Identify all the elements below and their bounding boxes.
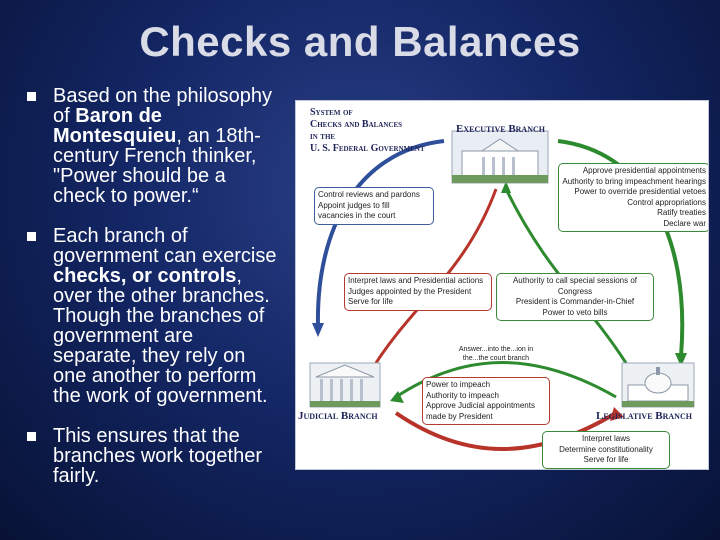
bullet-text: , over the other branches. Though the br… (53, 265, 270, 407)
box-line: Judges appointed by the President (348, 286, 472, 296)
checks-and-balances-diagram: System of Checks and Balances in the U. … (295, 100, 709, 470)
executive-branch-label: Executive Branch (456, 123, 545, 135)
judicial-branch-label: Judicial Branch (298, 410, 378, 422)
box-line: Ratify treaties (657, 208, 706, 217)
box-line: Authority to impeach (426, 390, 499, 400)
box-line: Authority to call special sessions of Co… (512, 276, 638, 296)
box-line: vacancies in the court (318, 211, 396, 220)
slide-title: Checks and Balances (139, 18, 581, 65)
box-line: Declare war (663, 218, 706, 228)
bullet-emphasis: Baron de Montesquieu (53, 105, 177, 147)
box-line: Serve for life (583, 455, 629, 464)
box-line: Power to impeach (426, 380, 491, 389)
box-line: Power to veto bills (542, 307, 608, 317)
arrow-head-icon (610, 407, 624, 421)
arrow-head-icon (312, 323, 324, 337)
box-line: Control appropriations (627, 197, 706, 207)
legislative-branch-label: Legislative Branch (596, 410, 692, 422)
bullet-text: Based on the philosophy of (53, 85, 273, 127)
bullet-text: Each branch of government can exercise (53, 225, 277, 267)
bullet-square-icon (27, 232, 36, 241)
bullet-item: Based on the philosophy of Baron de Mont… (26, 86, 278, 206)
arrow-head-icon (390, 391, 404, 403)
white-house-icon (451, 130, 549, 184)
arrow-head-icon (501, 181, 511, 193)
box-line: Power to override presidential vetoes (574, 187, 706, 196)
bullet-square-icon (27, 92, 36, 101)
box-line: Control reviews and pardons (318, 190, 420, 199)
box-line: Serve for life (348, 297, 393, 306)
bullet-list: Based on the philosophy of Baron de Mont… (26, 86, 278, 506)
box-line: Interpret laws (581, 434, 631, 443)
arrow-head-icon (675, 353, 687, 367)
bullet-square-icon (27, 432, 36, 441)
bullet-item: Each branch of government can exercise c… (26, 226, 278, 406)
box-line: Approve Judicial appointments (426, 401, 535, 410)
bullet-emphasis: checks, or controls (53, 265, 237, 287)
bullet-text: , an 18th-century French thinker, "Power… (53, 125, 261, 207)
capitol-icon (621, 362, 695, 408)
diagram-note: Answer...into the...ion in the...the cou… (458, 346, 534, 362)
box-line: Authority to bring impeachment hearings (562, 176, 706, 186)
bullet-item: This ensures that the branches work toge… (26, 426, 278, 486)
judicial-to-legislative-arrow (394, 411, 618, 451)
diagram-title: System of Checks and Balances in the U. … (310, 107, 425, 154)
supreme-court-icon (309, 362, 381, 408)
box-line: made by President (426, 411, 493, 421)
bullet-text: This ensures that the branches work toge… (53, 425, 263, 487)
box-line: President is Commander-in-Chief (515, 297, 635, 306)
legislative-to-exec-box: Authority to call special sessions of Co… (496, 273, 654, 321)
box-line: Determine constitutionality (559, 444, 653, 454)
box-line: Approve presidential appointments (582, 166, 706, 175)
box-line: Appoint judges to fill (318, 200, 390, 210)
box-line: Interpret laws and Presidential actions (348, 276, 484, 285)
